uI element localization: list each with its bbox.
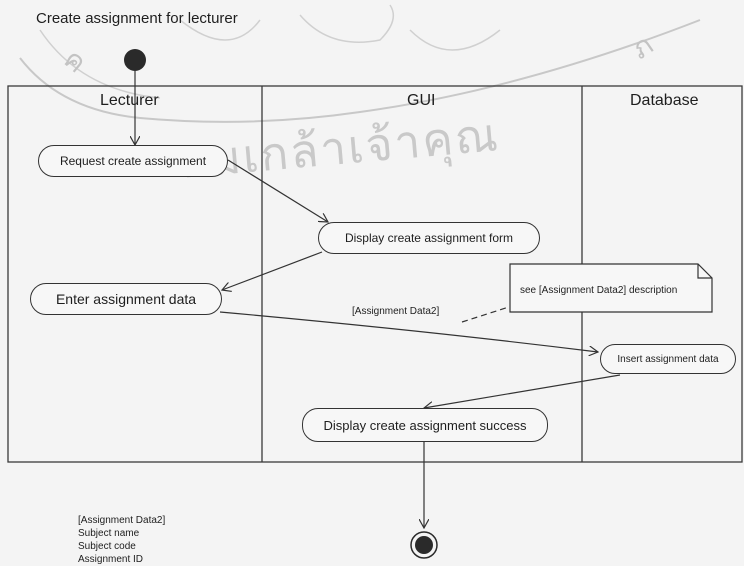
flow-form-to-enter <box>222 251 323 290</box>
action-display-create-assignment-success: Display create assignment success <box>302 408 548 442</box>
legend-line: Subject code <box>78 541 136 552</box>
action-enter-assignment-data: Enter assignment data <box>30 283 222 315</box>
legend-line: Assignment ID <box>78 554 144 565</box>
diagram-title: Create assignment for lecturer <box>36 10 238 27</box>
swimlane-frame <box>7 85 743 463</box>
final-node <box>410 531 438 559</box>
initial-node <box>124 49 146 71</box>
flow-label-assignment-data: [Assignment Data2] <box>352 306 440 317</box>
flow-enter-to-insert <box>219 311 598 352</box>
flow-insert-to-success <box>424 374 621 408</box>
note-shape <box>509 263 713 313</box>
flow-request-to-form <box>227 159 328 222</box>
lane-title-gui: GUI <box>407 92 436 109</box>
action-insert-assignment-data: Insert assignment data <box>600 344 736 374</box>
note-anchor-line <box>461 305 513 323</box>
note-text: see [Assignment Data2] description <box>520 285 678 296</box>
data-description-legend: [Assignment Data2] Subject name Subject … <box>78 514 165 566</box>
lane-title-lecturer: Lecturer <box>100 92 159 109</box>
action-display-create-assignment-form: Display create assignment form <box>318 222 540 254</box>
legend-line: Subject name <box>78 528 140 539</box>
legend-line: [Assignment Data2] <box>78 515 166 526</box>
lane-title-database: Database <box>630 92 699 109</box>
action-request-create-assignment: Request create assignment <box>38 145 228 177</box>
